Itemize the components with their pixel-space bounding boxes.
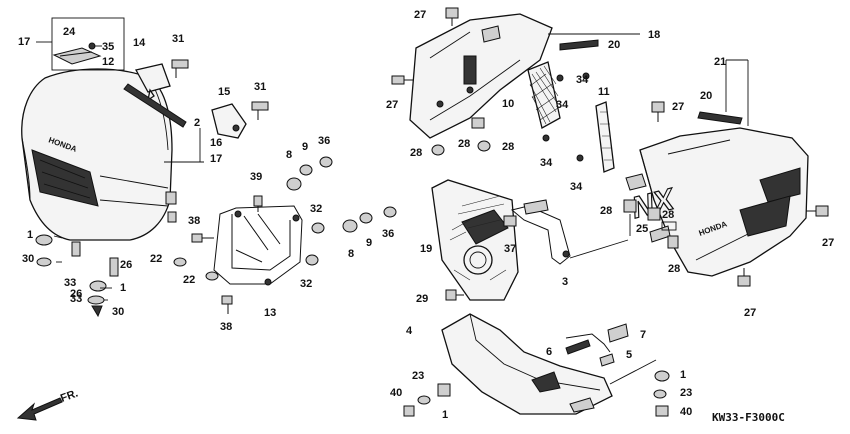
callout-27: 27: [386, 99, 398, 111]
leader-lines-left: [36, 41, 204, 301]
side-strip: [595, 101, 615, 173]
callout-6: 6: [546, 346, 552, 358]
mesh-panel: [527, 61, 561, 129]
grille-fasteners: [445, 215, 517, 301]
callout-36: 36: [382, 228, 394, 240]
callout-23: 23: [412, 370, 424, 382]
callout-28: 28: [410, 147, 422, 159]
side-grille: [431, 179, 519, 301]
callout-18: 18: [648, 29, 660, 41]
callout-28: 28: [600, 205, 612, 217]
callout-12: 12: [102, 56, 114, 68]
callout-5: 5: [626, 349, 632, 361]
callout-19: 19: [420, 243, 432, 255]
callout-20: 20: [700, 90, 712, 102]
callout-8: 8: [348, 248, 354, 260]
callout-28: 28: [458, 138, 470, 150]
bolt-31-upper: [171, 59, 189, 78]
callout-22: 22: [183, 274, 195, 286]
callout-33: 33: [64, 277, 76, 289]
callout-17: 17: [210, 153, 222, 165]
callout-9: 9: [302, 141, 308, 153]
callout-27: 27: [414, 9, 426, 21]
callout-23: 23: [680, 387, 692, 399]
diagram-code: KW33-F3000C: [712, 411, 785, 424]
callout-15: 15: [218, 86, 230, 98]
callout-40: 40: [680, 406, 692, 418]
callout-1: 1: [680, 369, 686, 381]
callout-10: 10: [502, 98, 514, 110]
side-cover: [409, 13, 553, 139]
callout-39: 39: [250, 171, 262, 183]
callout-34: 34: [570, 181, 583, 193]
callout-21: 21: [714, 56, 726, 68]
skid-fasteners: [403, 359, 670, 417]
callout-1: 1: [442, 409, 448, 421]
front-arrow-label: FR.: [59, 387, 80, 404]
callout-11: 11: [598, 86, 610, 98]
callout-7: 7: [640, 329, 646, 341]
callout-32: 32: [300, 278, 312, 290]
callout-20: 20: [608, 39, 620, 51]
callout-26: 26: [70, 288, 82, 300]
callout-22: 22: [150, 253, 162, 265]
mounting-bracket: [211, 103, 247, 139]
frame-stay: [213, 195, 303, 286]
callout-29: 29: [416, 293, 428, 305]
callout-38: 38: [220, 321, 232, 333]
callout-26: 26: [120, 259, 132, 271]
callout-31: 31: [254, 81, 266, 93]
callout-32: 32: [310, 203, 322, 215]
callout-36: 36: [318, 135, 330, 147]
callout-24: 24: [63, 26, 76, 38]
stay-fasteners: [173, 156, 397, 314]
nx-side-cowl: NX HONDA: [625, 127, 809, 277]
callout-34: 34: [540, 157, 553, 169]
callout-30: 30: [112, 306, 124, 318]
callout-1: 1: [27, 229, 33, 241]
cowl-strip: [697, 111, 743, 125]
callout-37: 37: [504, 243, 516, 255]
callout-28: 28: [668, 263, 680, 275]
callout-38: 38: [188, 215, 200, 227]
skid-brackets: [565, 323, 629, 367]
callout-34: 34: [556, 99, 569, 111]
callout-8: 8: [286, 149, 292, 161]
callout-25: 25: [636, 223, 648, 235]
callout-17: 17: [18, 36, 30, 48]
callout-4: 4: [406, 325, 413, 337]
callout-40: 40: [390, 387, 402, 399]
rubber-strip: [123, 83, 187, 128]
callout-16: 16: [210, 137, 222, 149]
callout-35: 35: [102, 41, 114, 53]
callout-27: 27: [822, 237, 834, 249]
callout-28: 28: [502, 141, 514, 153]
callout-34: 34: [576, 74, 589, 86]
callout-30: 30: [22, 253, 34, 265]
callout-27: 27: [744, 307, 756, 319]
callout-1: 1: [120, 282, 126, 294]
callout-14: 14: [133, 37, 146, 49]
bolt-31-lower: [251, 101, 269, 120]
callout-3: 3: [562, 276, 568, 288]
callout-33: 33: [70, 293, 82, 305]
callout-9: 9: [366, 237, 372, 249]
cover-fasteners: [391, 7, 590, 162]
headlight-cowl: HONDA: [21, 68, 177, 241]
skid-plate: [441, 313, 613, 415]
callout-27: 27: [672, 101, 684, 113]
callout-31: 31: [172, 33, 184, 45]
cover-strip-upper: [559, 39, 599, 51]
callout-28: 28: [662, 209, 674, 221]
callout-13: 13: [264, 307, 276, 319]
emblem-assembly: [51, 17, 125, 71]
grille-bracket: [510, 199, 571, 265]
front-arrow: FR.: [16, 387, 80, 421]
cowl-fasteners: [623, 101, 829, 287]
callout-2: 2: [194, 117, 200, 129]
